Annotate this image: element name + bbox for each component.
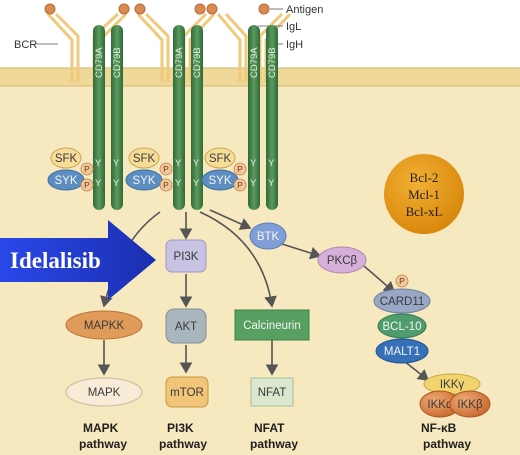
btk-node: BTK xyxy=(249,222,287,250)
svg-text:P: P xyxy=(237,180,243,190)
calcineurin-node: Calcineurin xyxy=(234,309,310,341)
svg-text:P: P xyxy=(163,180,169,190)
nfkb-pathway-name: NF-κB xyxy=(421,421,457,435)
svg-text:Y: Y xyxy=(175,178,182,189)
nfat-pathway-word: pathway xyxy=(250,437,298,451)
svg-text:CARD11: CARD11 xyxy=(380,296,425,308)
mtor-node: mTOR xyxy=(165,376,209,408)
pi3k-pathway-name: PI3K xyxy=(167,421,194,435)
nfat-pathway-name: NFAT xyxy=(254,421,285,435)
svg-text:BTK: BTK xyxy=(257,231,280,243)
idelalisib-arrow: Idelalisib xyxy=(0,220,156,300)
mapk-node: MAPK xyxy=(65,377,143,407)
svg-text:NFAT: NFAT xyxy=(258,387,287,399)
bcl-2-label: Bcl-2 xyxy=(410,170,439,185)
svg-text:Y: Y xyxy=(250,178,257,189)
pi3k-node: PI3K xyxy=(165,239,207,273)
ikk-complex: IKKγ IKKα IKKβ xyxy=(419,373,491,418)
svg-text:P: P xyxy=(399,276,405,286)
pi3k-pathway-word: pathway xyxy=(159,437,207,451)
svg-text:BCL-10: BCL-10 xyxy=(383,321,422,333)
syk-label: SYK xyxy=(54,175,77,187)
mapkk-node: MAPKK xyxy=(65,310,143,340)
svg-text:Calcineurin: Calcineurin xyxy=(243,320,301,332)
kinase-cluster-2: SFK SYK P P xyxy=(125,147,173,192)
kinase-cluster-3: SFK SYK P P xyxy=(201,147,247,192)
kinase-cluster-1: SFK SYK P P xyxy=(47,147,94,192)
nfkb-pathway-word: pathway xyxy=(423,437,471,451)
sfk-label: SFK xyxy=(55,153,78,165)
svg-text:Y: Y xyxy=(193,158,200,169)
nfat-node: NFAT xyxy=(250,377,294,407)
svg-text:PKCβ: PKCβ xyxy=(327,255,358,267)
mapk-pathway-word: pathway xyxy=(79,437,127,451)
cd79a-label-2: CD79A xyxy=(174,47,185,78)
cd79-chains xyxy=(93,25,278,210)
svg-text:AKT: AKT xyxy=(175,321,197,333)
svg-text:SYK: SYK xyxy=(208,175,231,187)
pkcb-node: PKCβ xyxy=(317,246,367,274)
idelalisib-label: Idelalisib xyxy=(10,248,101,273)
cd79a-label-3: CD79A xyxy=(249,47,260,78)
bcl-xl-label: Bcl-xL xyxy=(406,204,443,219)
svg-text:Y: Y xyxy=(193,178,200,189)
malt1-node: MALT1 xyxy=(375,338,429,364)
svg-text:Y: Y xyxy=(268,158,275,169)
svg-text:MAPKK: MAPKK xyxy=(84,320,125,332)
itam-tyrosines: YY YY YY YY YY YY xyxy=(95,158,275,189)
svg-text:Y: Y xyxy=(95,178,102,189)
svg-text:Y: Y xyxy=(250,158,257,169)
svg-text:PI3K: PI3K xyxy=(174,251,199,263)
svg-text:IKKγ: IKKγ xyxy=(440,379,465,391)
bcl-family-circle: Bcl-2 Mcl-1 Bcl-xL xyxy=(384,154,464,234)
svg-text:P: P xyxy=(163,164,169,174)
igh-label: IgH xyxy=(286,39,303,51)
svg-text:MALT1: MALT1 xyxy=(384,346,420,358)
svg-text:SFK: SFK xyxy=(209,153,232,165)
svg-text:P: P xyxy=(237,164,243,174)
svg-text:Y: Y xyxy=(95,158,102,169)
svg-text:IKKβ: IKKβ xyxy=(457,399,483,411)
pathway-labels: MAPK pathway PI3K pathway NFAT pathway N… xyxy=(79,421,471,451)
svg-text:Y: Y xyxy=(113,178,120,189)
cd79b-label-2: CD79B xyxy=(192,47,203,78)
mcl-1-label: Mcl-1 xyxy=(408,187,440,202)
svg-text:IKKα: IKKα xyxy=(427,399,453,411)
svg-text:Y: Y xyxy=(268,178,275,189)
card11-node: P CARD11 xyxy=(373,274,431,314)
bcl10-node: BCL-10 xyxy=(377,313,427,339)
mapk-pathway-name: MAPK xyxy=(83,421,119,435)
signaling-arrows xyxy=(97,209,430,381)
svg-text:Y: Y xyxy=(113,158,120,169)
akt-node: AKT xyxy=(165,308,207,344)
svg-text:mTOR: mTOR xyxy=(170,387,204,399)
svg-text:Y: Y xyxy=(175,158,182,169)
bcr-label: BCR xyxy=(14,39,37,51)
svg-text:P: P xyxy=(84,164,90,174)
svg-text:MAPK: MAPK xyxy=(88,387,121,399)
svg-text:SFK: SFK xyxy=(133,153,156,165)
cd79b-label-3: CD79B xyxy=(267,47,278,78)
cd79a-label-1: CD79A xyxy=(94,47,105,78)
igl-label: IgL xyxy=(286,21,301,33)
svg-text:P: P xyxy=(84,180,90,190)
svg-text:SYK: SYK xyxy=(132,175,155,187)
cd79b-label-1: CD79B xyxy=(112,47,123,78)
antigen-label: Antigen xyxy=(286,4,323,16)
